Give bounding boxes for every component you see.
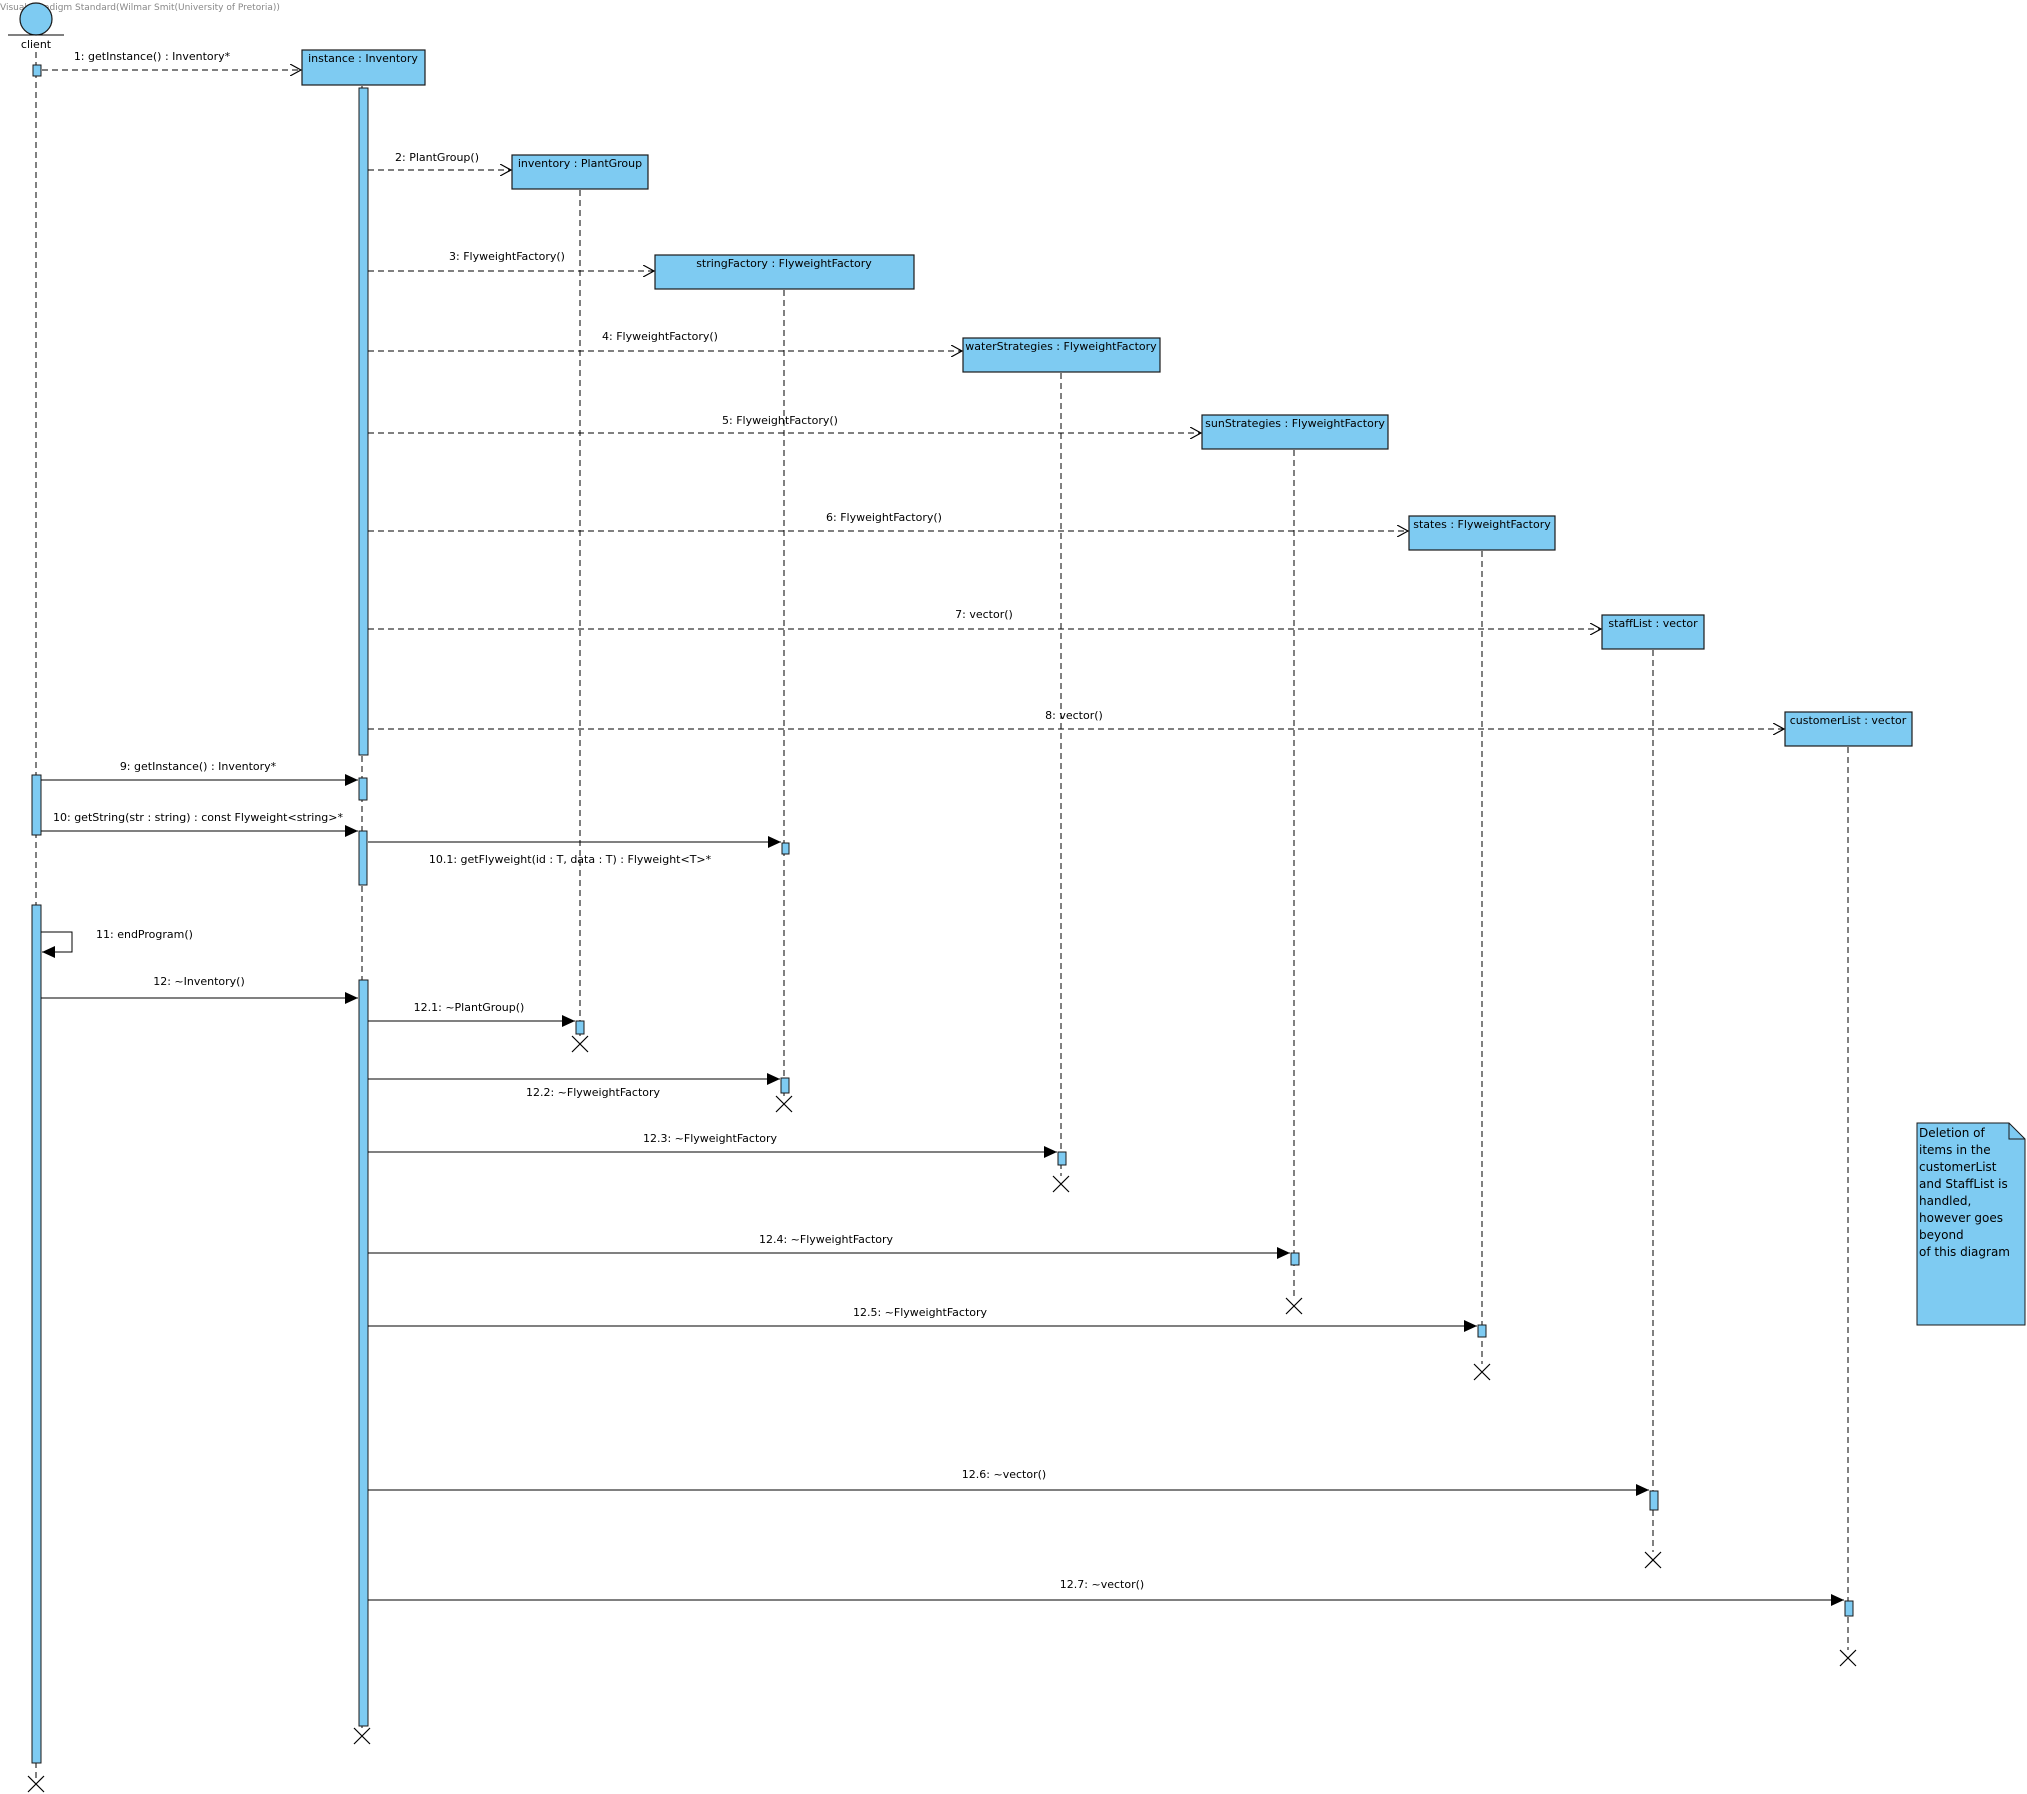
object-staffList[interactable]: staffList : vector — [1601, 614, 1705, 650]
object-box — [962, 337, 1161, 373]
message-label-4: 4: FlyweightFactory() — [602, 330, 718, 343]
message-label-10-1: 10.1: getFlyweight(id : T, data : T) : F… — [429, 853, 712, 866]
message-label-12-6: 12.6: ~vector() — [962, 1468, 1046, 1481]
note-line-6: however goes — [1919, 1211, 2003, 1225]
activation-inventory-2 — [575, 1020, 585, 1035]
activation-states-2 — [1477, 1324, 1487, 1338]
activations — [31, 64, 1854, 1764]
destroy-x-icon — [353, 1727, 371, 1745]
activation-instance-1 — [358, 87, 369, 756]
object-box — [1784, 711, 1913, 747]
message-label-1: 1: getInstance() : Inventory* — [74, 50, 231, 63]
watermark-text: Visual Paradigm Standard(Wilmar Smit(Uni… — [0, 3, 280, 13]
object-box — [511, 154, 649, 190]
note-fold-icon — [2008, 1123, 2025, 1140]
object-label: sunStrategies : FlyweightFactory — [1205, 417, 1385, 430]
destroy-x-icon — [1052, 1175, 1070, 1193]
object-label: instance : Inventory — [308, 52, 418, 65]
destroy-x-icon — [775, 1095, 793, 1113]
object-box — [654, 254, 915, 290]
object-label: inventory : PlantGroup — [518, 157, 642, 170]
activation-instance-4 — [358, 979, 369, 1727]
note-shape — [1916, 1122, 2026, 1326]
note-line-7: beyond — [1919, 1228, 1964, 1242]
activation-sunStrategies-2 — [1290, 1252, 1300, 1266]
object-waterStrategies[interactable]: waterStrategies : FlyweightFactory — [962, 337, 1161, 373]
message-label-2: 2: PlantGroup() — [395, 151, 479, 164]
note-line-3: customerList — [1919, 1160, 1997, 1174]
message-label-11: 11: endProgram() — [96, 928, 193, 941]
destroy-x-icon — [1473, 1363, 1491, 1381]
object-box — [1601, 614, 1705, 650]
activation-waterStrategies-2 — [1057, 1151, 1067, 1166]
object-box — [301, 49, 426, 86]
activation-stringFactory-2 — [780, 1077, 790, 1094]
message-arrow-11[interactable] — [41, 931, 73, 958]
note-line-2: items in the — [1919, 1143, 1991, 1157]
sync-messages — [41, 774, 1844, 1606]
object-label: staffList : vector — [1608, 617, 1698, 630]
object-box — [1408, 515, 1556, 551]
message-label-5: 5: FlyweightFactory() — [722, 414, 838, 427]
message-labels: 1: getInstance() : Inventory* 2: PlantGr… — [53, 50, 1144, 1591]
message-label-12: 12: ~Inventory() — [153, 975, 245, 988]
object-box — [1201, 414, 1389, 450]
object-label: stringFactory : FlyweightFactory — [696, 257, 872, 270]
destruction-markers — [27, 1035, 1857, 1793]
actor-head-icon — [19, 2, 53, 36]
message-label-9: 9: getInstance() : Inventory* — [120, 760, 277, 773]
activation-instance-2 — [358, 777, 368, 801]
activation-client-2 — [31, 774, 42, 836]
message-label-6: 6: FlyweightFactory() — [826, 511, 942, 524]
actor-client[interactable]: client — [8, 2, 64, 51]
message-label-12-7: 12.7: ~vector() — [1060, 1578, 1144, 1591]
activation-client-3 — [31, 904, 42, 1764]
destroy-x-icon — [1285, 1297, 1303, 1315]
object-states[interactable]: states : FlyweightFactory — [1408, 515, 1556, 551]
message-label-3: 3: FlyweightFactory() — [449, 250, 565, 263]
activation-instance-3 — [358, 830, 368, 886]
object-inventory[interactable]: inventory : PlantGroup — [511, 154, 649, 190]
object-customerList[interactable]: customerList : vector — [1784, 711, 1913, 747]
destroy-x-icon — [27, 1775, 45, 1793]
message-label-12-5: 12.5: ~FlyweightFactory — [853, 1306, 988, 1319]
actor-name: client — [21, 38, 52, 51]
note[interactable]: Deletion of items in the customerList an… — [1916, 1122, 2026, 1326]
object-stringFactory[interactable]: stringFactory : FlyweightFactory — [654, 254, 915, 290]
message-label-12-4: 12.4: ~FlyweightFactory — [759, 1233, 894, 1246]
creation-messages — [42, 70, 1784, 729]
object-label: customerList : vector — [1790, 714, 1907, 727]
message-label-12-2: 12.2: ~FlyweightFactory — [526, 1086, 661, 1099]
object-label: waterStrategies : FlyweightFactory — [965, 340, 1157, 353]
message-label-7: 7: vector() — [955, 608, 1013, 621]
lifelines — [35, 52, 1849, 1782]
object-instance[interactable]: instance : Inventory — [301, 49, 426, 86]
destroy-x-icon — [1839, 1649, 1857, 1667]
note-line-4: and StaffList is — [1919, 1177, 2008, 1191]
activation-staffList-2 — [1649, 1490, 1659, 1511]
note-line-5: handled, — [1919, 1194, 1971, 1208]
message-label-12-1: 12.1: ~PlantGroup() — [414, 1001, 525, 1014]
object-label: states : FlyweightFactory — [1413, 518, 1551, 531]
activation-customerList-2 — [1844, 1600, 1854, 1617]
destroy-x-icon — [1644, 1551, 1662, 1569]
note-line-8: of this diagram — [1919, 1245, 2010, 1259]
message-label-8: 8: vector() — [1045, 709, 1103, 722]
activation-stringFactory-1 — [781, 842, 790, 855]
note-line-1: Deletion of — [1919, 1126, 1985, 1140]
message-label-12-3: 12.3: ~FlyweightFactory — [643, 1132, 778, 1145]
object-sunStrategies[interactable]: sunStrategies : FlyweightFactory — [1201, 414, 1389, 450]
message-label-10: 10: getString(str : string) : const Flyw… — [53, 811, 343, 824]
destroy-x-icon — [571, 1035, 589, 1053]
activation-client-1 — [32, 64, 42, 77]
